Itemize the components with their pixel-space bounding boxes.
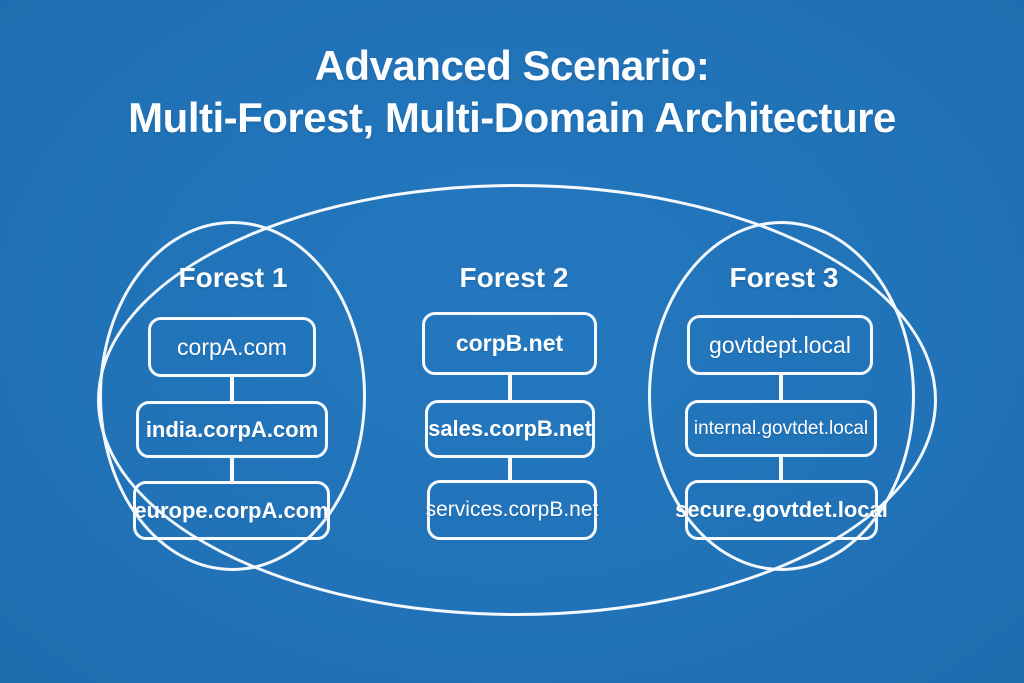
connector-forest1-bottom [230, 457, 234, 482]
connector-forest1-top [230, 376, 234, 402]
connector-forest2-top [508, 374, 512, 401]
domain-box-sales-corpb-net: sales.corpB.net [425, 400, 595, 458]
outer-boundary-ellipse [97, 184, 937, 616]
connector-forest2-bottom [508, 457, 512, 481]
domain-box-europe-corpa-com: europe.corpA.com [133, 481, 330, 540]
connector-forest3-bottom [779, 456, 783, 481]
domain-box-corpa-com: corpA.com [148, 317, 316, 377]
forest-3-label: Forest 3 [729, 262, 839, 293]
forest-1-ellipse [99, 221, 366, 571]
connector-forest3-top [779, 374, 783, 401]
domain-box-internal-govtdet-local: internal.govtdet.local [685, 400, 877, 457]
forest-1-label: Forest 1 [178, 262, 288, 293]
title-line-2: Multi-Forest, Multi-Domain Architecture [128, 94, 896, 141]
domain-box-corpb-net: corpB.net [422, 312, 597, 375]
forest-2-label: Forest 2 [459, 262, 569, 293]
domain-box-secure-govtdet-local: secure.govtdet.local [675, 480, 888, 540]
domain-box-govtdept-local: govtdept.local [687, 315, 873, 375]
forest-3-ellipse [648, 221, 915, 571]
diagram-title: Advanced Scenario: Multi-Forest, Multi-D… [0, 40, 1024, 144]
title-line-1: Advanced Scenario: [314, 42, 710, 89]
domain-box-services-corpb-net: services.corpB.net [426, 480, 598, 540]
domain-box-india-corpa-com: india.corpA.com [136, 401, 328, 458]
